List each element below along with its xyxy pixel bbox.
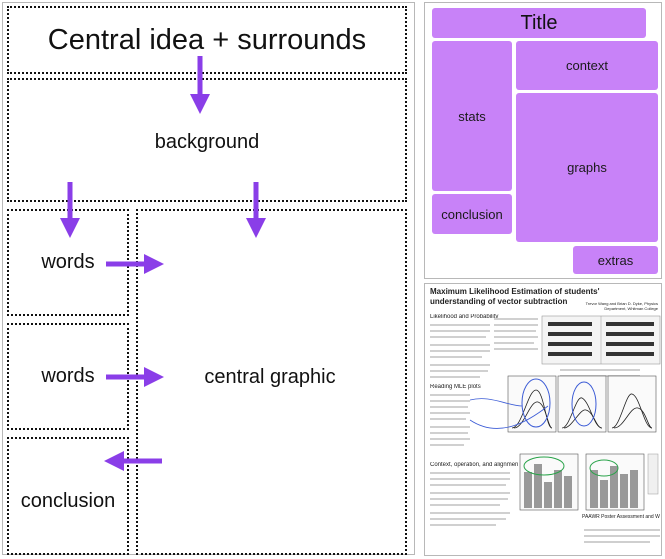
poster-text-line	[430, 512, 510, 514]
poster-text-line	[430, 518, 506, 520]
template-extras-box: extras	[573, 246, 658, 274]
words-label-2: words	[41, 365, 95, 387]
poster-text-line	[430, 412, 470, 414]
poster-text-line	[494, 342, 534, 344]
poster-text-line	[430, 394, 470, 396]
poster-text-line	[430, 426, 470, 428]
poster-text-line	[430, 330, 490, 332]
central-idea-label: Central idea + surrounds	[47, 23, 367, 56]
poster-text-line	[430, 444, 464, 446]
template-extras-label: extras	[597, 252, 634, 268]
poster-text-line	[494, 336, 538, 338]
poster-text-line	[430, 406, 468, 408]
poster-text-line	[494, 318, 538, 320]
words-label-1: words	[41, 251, 95, 273]
poster-section-2: Reading MLE plots	[430, 384, 481, 390]
template-stats-box: stats	[432, 41, 512, 191]
template-graphs-label: graphs	[567, 160, 607, 175]
poster-text-line	[430, 350, 490, 352]
poster-text-line	[430, 478, 510, 480]
poster-text-line	[430, 504, 500, 506]
conclusion-box: conclusion	[7, 437, 129, 555]
poster-authors: Trevor Wang and Brian D. Dyke, Physics D…	[585, 301, 658, 311]
poster-bar-charts	[519, 453, 645, 511]
poster-title: Maximum Likelihood Estimation of student…	[430, 287, 600, 306]
poster-text-line	[430, 472, 510, 474]
poster-text-line	[494, 348, 538, 350]
template-context-label: context	[566, 58, 608, 73]
poster-text-line	[430, 492, 510, 494]
background-box: background	[7, 78, 407, 202]
poster-text-line	[430, 418, 466, 420]
poster-text-line	[494, 324, 538, 326]
poster-text-line	[430, 498, 508, 500]
poster-text-line	[430, 356, 482, 358]
central-graphic-label: central graphic	[204, 365, 336, 388]
poster-section-1: Likelihood and Probability	[430, 314, 499, 320]
poster-text-line	[430, 324, 490, 326]
poster-text-line	[430, 484, 506, 486]
template-title-label: Title	[520, 11, 558, 34]
template-title-box: Title	[432, 8, 646, 38]
poster-text-line	[430, 432, 468, 434]
poster-footer: PAAWR Poster Assessment and Web Recordin…	[582, 514, 660, 520]
template-context-box: context	[516, 41, 658, 90]
template-graphs-box: graphs	[516, 93, 658, 242]
central-graphic-box	[136, 209, 407, 555]
poster-text-line	[430, 336, 486, 338]
template-conclusion-label: conclusion	[441, 206, 503, 222]
central-graphic-label-wrap: central graphic	[170, 362, 370, 392]
conclusion-label: conclusion	[20, 489, 116, 512]
poster-section-3: Context, operation, and alignment	[430, 462, 518, 468]
poster-text-line	[430, 364, 490, 366]
background-label: background	[154, 130, 260, 153]
template-conclusion-box: conclusion	[432, 194, 512, 234]
poster-text-line	[430, 370, 488, 372]
poster-vector-table	[541, 315, 661, 365]
poster-text-line	[430, 344, 490, 346]
poster-text-line	[430, 438, 470, 440]
poster-mle-plots	[469, 375, 657, 433]
template-stats-label: stats	[458, 108, 486, 124]
poster-text-line	[430, 524, 496, 526]
poster-text-line	[430, 376, 480, 378]
poster-text-line	[494, 330, 536, 332]
poster-text-line	[430, 400, 470, 402]
central-idea-box: Central idea + surrounds	[7, 6, 407, 74]
